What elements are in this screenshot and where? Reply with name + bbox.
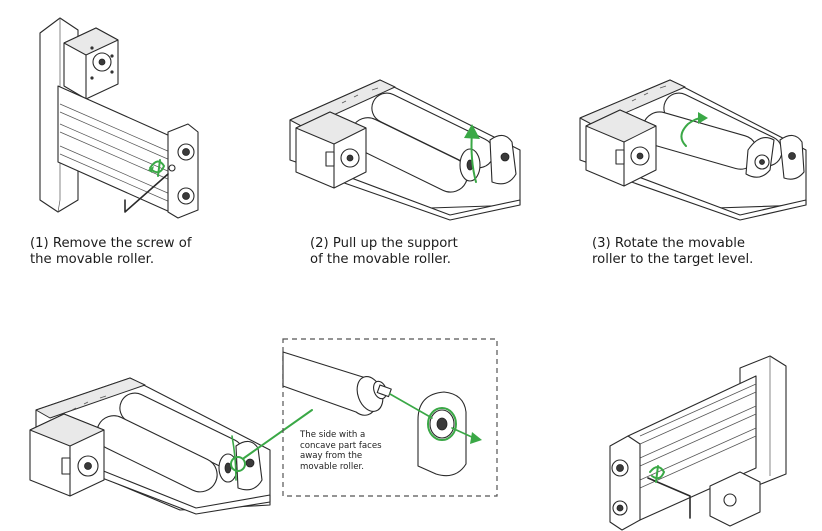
step1-illustration (39, 17, 199, 219)
step5-illustration (609, 355, 787, 531)
callout-illustration (282, 351, 482, 477)
step4-illustration (29, 377, 313, 515)
callout-box (282, 338, 498, 497)
step3-illustration (579, 79, 807, 221)
step1-caption: (1) Remove the screw of the movable roll… (30, 236, 192, 267)
callout-text: The side with a concave part faces away … (300, 430, 382, 472)
step2-caption: (2) Pull up the support of the movable r… (310, 236, 458, 267)
step3-caption: (3) Rotate the movable roller to the tar… (592, 236, 754, 267)
step2-illustration (289, 79, 521, 221)
